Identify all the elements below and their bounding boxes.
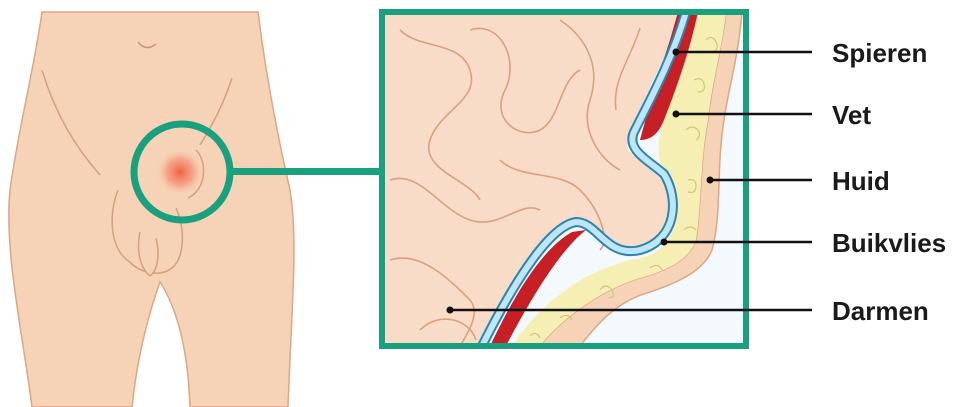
leader-dot-spieren bbox=[673, 49, 680, 56]
leader-dot-vet bbox=[673, 111, 680, 118]
body-illustration bbox=[9, 12, 294, 407]
zoom-panel bbox=[382, 12, 746, 346]
label-spieren: Spieren bbox=[832, 38, 927, 68]
label-vet: Vet bbox=[832, 100, 871, 130]
leader-dot-huid bbox=[707, 177, 714, 184]
labels: Spieren Vet Huid Buikvlies Darmen bbox=[832, 38, 946, 326]
label-huid: Huid bbox=[832, 166, 890, 196]
zoom-connector bbox=[230, 168, 382, 175]
label-buikvlies: Buikvlies bbox=[832, 228, 946, 258]
hernia-spot bbox=[156, 148, 204, 196]
leader-dot-darmen bbox=[447, 307, 454, 314]
leader-dot-buikvlies bbox=[661, 239, 668, 246]
label-darmen: Darmen bbox=[832, 296, 929, 326]
